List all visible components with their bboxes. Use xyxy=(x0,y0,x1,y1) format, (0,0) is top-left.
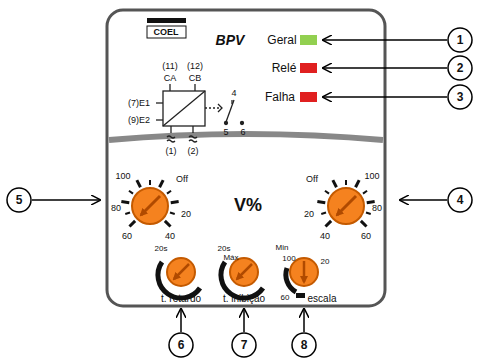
dials xyxy=(132,188,364,286)
terminal-number: (1) xyxy=(166,147,177,156)
scale-tick xyxy=(345,180,347,185)
scale-tick xyxy=(325,221,331,227)
scale-value: 60 xyxy=(281,294,290,302)
scale-tick xyxy=(125,212,130,214)
scale-tick xyxy=(149,180,151,185)
scale-value: 60 xyxy=(122,232,132,241)
dial-unit: V% xyxy=(234,196,262,214)
scale-value: Min xyxy=(276,244,289,252)
scale-value: 100 xyxy=(115,172,130,181)
dial-scales xyxy=(121,180,374,227)
scale-value: 40 xyxy=(165,232,175,241)
scale-value: Máx xyxy=(223,254,238,262)
scale-tick xyxy=(160,180,164,187)
scale-value: 20 xyxy=(181,210,191,219)
scale-tick xyxy=(363,191,367,194)
scale-value: 20 xyxy=(304,210,314,219)
scale-tick xyxy=(321,212,326,214)
contact-number: 6 xyxy=(240,128,245,137)
divider xyxy=(109,134,383,140)
dial-name: escala xyxy=(308,294,337,304)
callout-number: 3 xyxy=(457,91,464,103)
scale-tick xyxy=(129,221,135,227)
scale-tick xyxy=(171,201,179,202)
dial-name: t. inibição xyxy=(223,294,265,304)
scale-tick xyxy=(137,180,141,187)
contact-number: 5 xyxy=(223,128,228,137)
scale-mark xyxy=(296,293,305,298)
scale-tick xyxy=(356,180,360,187)
led-green xyxy=(300,35,317,45)
scale-tick xyxy=(366,212,371,214)
callout-number: 8 xyxy=(301,339,308,351)
terminal-name: (7)E1 xyxy=(128,99,150,108)
led-label: Relé xyxy=(272,62,297,74)
logo-text: COEL xyxy=(153,28,178,37)
scale-tick xyxy=(167,191,171,194)
terminal-name: CA xyxy=(164,74,177,83)
scale-value: 20s xyxy=(155,245,168,253)
callout-number: 7 xyxy=(241,339,248,351)
scale-tick xyxy=(170,212,175,214)
contact-number: 4 xyxy=(231,89,236,98)
scale-tick xyxy=(317,201,325,202)
scale-tick xyxy=(361,221,367,227)
callout-number: 4 xyxy=(457,194,464,206)
scale-value: 20 xyxy=(321,258,330,266)
scale-tick xyxy=(121,201,129,202)
logo-bar xyxy=(147,18,186,23)
callout-number: 6 xyxy=(178,339,185,351)
terminal-number: (12) xyxy=(187,62,203,71)
callout-number: 1 xyxy=(457,34,464,46)
scale-value: 80 xyxy=(111,204,121,213)
terminal-name: (9)E2 xyxy=(128,116,150,125)
terminal-number: (2) xyxy=(188,147,199,156)
scale-tick xyxy=(129,191,133,194)
led-red xyxy=(300,63,317,73)
scale-value: 100 xyxy=(282,255,295,263)
terminal-name: CB xyxy=(189,74,202,83)
scale-value: 100 xyxy=(364,172,379,181)
scale-value: 40 xyxy=(320,232,330,241)
led-label: Falha xyxy=(265,91,295,103)
housing xyxy=(107,10,385,306)
scale-tick xyxy=(325,191,329,194)
schematic xyxy=(156,84,244,142)
scale-value: Off xyxy=(306,175,318,184)
led-red xyxy=(300,92,317,102)
callout-number: 5 xyxy=(16,194,23,206)
scale-value: 20s xyxy=(218,245,231,253)
model-name: BPV xyxy=(216,33,245,47)
scale-value: 60 xyxy=(361,232,371,241)
scale-value: 80 xyxy=(372,204,382,213)
logo-box xyxy=(147,26,186,38)
scale-tick xyxy=(333,180,337,187)
callout-number: 2 xyxy=(457,62,464,74)
scale-value: Off xyxy=(176,175,188,184)
scale-tick xyxy=(165,221,171,227)
dial-name: t. retardo xyxy=(161,294,201,304)
callouts xyxy=(7,28,472,357)
terminal-number: (11) xyxy=(162,62,177,71)
led-label: Geral xyxy=(267,34,296,46)
